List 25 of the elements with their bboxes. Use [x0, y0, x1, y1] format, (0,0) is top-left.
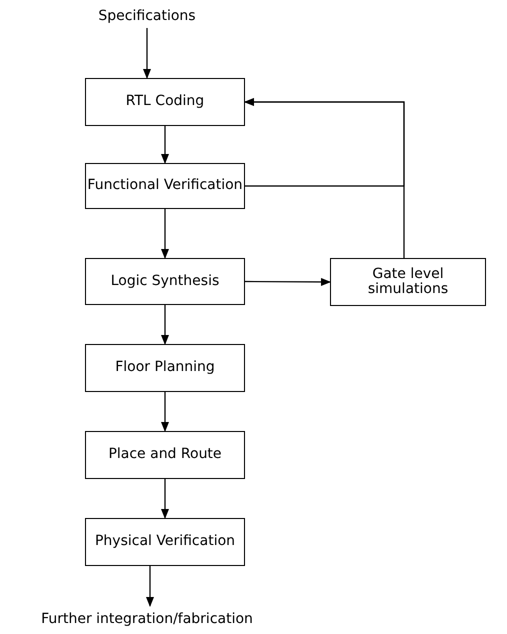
arrow [161, 392, 169, 432]
flow-text: Specifications [98, 9, 196, 25]
process-box [330, 258, 486, 306]
process-box [85, 518, 245, 566]
step-label: Floor Planning [115, 360, 215, 376]
arrow [161, 305, 169, 345]
process-box [85, 163, 245, 209]
process-box [85, 78, 245, 126]
arrow [161, 479, 169, 519]
arrow [143, 28, 151, 79]
flow-text: Further integration/fabrication [41, 612, 253, 628]
arrow [244, 98, 405, 258]
step-label: RTL Coding [126, 94, 204, 110]
step-label: Functional Verification [87, 178, 243, 194]
step-label: Physical Verification [94, 534, 236, 550]
arrow [146, 566, 154, 607]
step-label: Logic Synthesis [110, 274, 220, 290]
process-box [85, 258, 245, 305]
arrow [245, 278, 331, 286]
process-box [85, 344, 245, 392]
process-box [85, 431, 245, 479]
arrow [161, 126, 169, 164]
step-label: Place and Route [108, 447, 222, 463]
step-label: Gate level simulations [366, 266, 450, 298]
arrow [161, 209, 169, 259]
